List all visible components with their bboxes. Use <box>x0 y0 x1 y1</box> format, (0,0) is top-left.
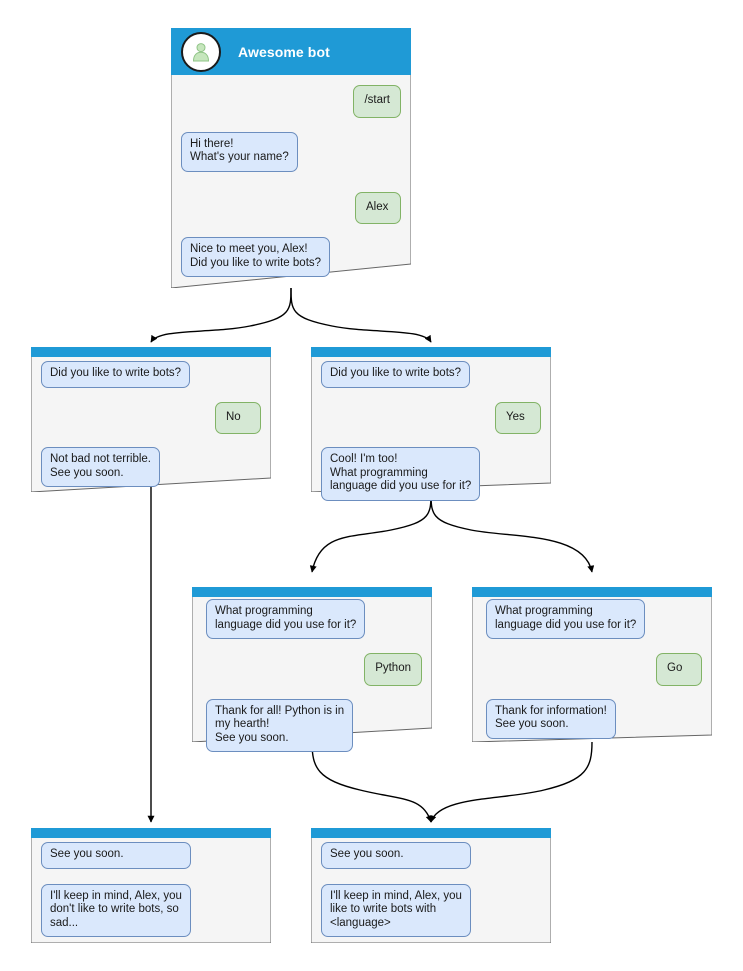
node-yes-branch-chat: Did you like to write bots? Yes Cool! I'… <box>311 355 551 501</box>
chat-bubble-user: Alex <box>355 191 401 224</box>
chat-bubble-bot: Thank for all! Python is in my hearth! S… <box>206 698 354 752</box>
node-python-branch[interactable]: What programming language did you use fo… <box>192 587 432 752</box>
chat-bubble-bot: I'll keep in mind, Alex, you like to wri… <box>321 883 471 937</box>
node-yes-branch[interactable]: Did you like to write bots? Yes Cool! I'… <box>311 347 551 501</box>
node-end-happy-chat: See you soon. I'll keep in mind, Alex, y… <box>311 836 551 943</box>
node-python-branch-titlebar <box>192 587 432 597</box>
chat-bubble-bot: Nice to meet you, Alex! Did you like to … <box>181 237 331 277</box>
node-end-happy-titlebar <box>311 828 551 838</box>
chat-bubble-bot: Thank for information! See you soon. <box>486 698 616 739</box>
chat-bubble-user: Yes <box>495 401 541 434</box>
chat-bubble-user: Python <box>364 653 422 686</box>
chat-bubble-bot: I'll keep in mind, Alex, you don't like … <box>41 883 191 937</box>
node-go-branch-chat: What programming language did you use fo… <box>472 593 712 742</box>
chat-bubble-bot: What programming language did you use fo… <box>206 599 366 639</box>
node-root[interactable]: Awesome bot /start Hi there! What's your… <box>171 28 411 288</box>
chat-bubble-bot: Did you like to write bots? <box>41 361 191 388</box>
node-python-branch-chat: What programming language did you use fo… <box>192 593 432 752</box>
edge-yes-to-go <box>430 491 595 573</box>
node-end-sad-titlebar <box>31 828 271 838</box>
chat-bubble-bot: See you soon. <box>41 842 191 869</box>
node-yes-branch-titlebar <box>311 347 551 357</box>
chat-bubble-bot: See you soon. <box>321 842 471 869</box>
edge-python-to-end-happy <box>311 741 433 823</box>
node-go-branch-titlebar <box>472 587 712 597</box>
person-avatar-icon <box>181 31 221 72</box>
node-end-sad-chat: See you soon. I'll keep in mind, Alex, y… <box>31 836 271 943</box>
chat-bubble-bot: Hi there! What's your name? <box>181 131 298 172</box>
node-end-happy[interactable]: See you soon. I'll keep in mind, Alex, y… <box>311 828 551 943</box>
node-go-branch[interactable]: What programming language did you use fo… <box>472 587 712 742</box>
chat-bubble-bot: Did you like to write bots? <box>321 361 471 388</box>
node-no-branch[interactable]: Did you like to write bots? No Not bad n… <box>31 347 271 492</box>
node-end-sad[interactable]: See you soon. I'll keep in mind, Alex, y… <box>31 828 271 943</box>
edge-yes-to-python <box>309 491 432 573</box>
chat-bubble-bot: Cool! I'm too! What programming language… <box>321 447 481 501</box>
chat-bubble-bot: What programming language did you use fo… <box>486 599 646 639</box>
edge-go-to-end-happy <box>429 741 593 823</box>
chat-bubble-bot: Not bad not terrible. See you soon. <box>41 447 161 487</box>
edge-root-to-yes <box>290 287 432 343</box>
chat-bubble-user: No <box>215 401 261 434</box>
node-root-chat: /start Hi there! What's your name? Alex … <box>171 75 411 288</box>
node-no-branch-titlebar <box>31 347 271 357</box>
chat-bubble-user: /start <box>353 85 401 118</box>
bot-name-label: Awesome bot <box>238 43 330 60</box>
edge-root-to-no <box>150 287 292 343</box>
node-no-branch-chat: Did you like to write bots? No Not bad n… <box>31 355 271 492</box>
chat-bubble-user: Go <box>656 653 702 686</box>
node-root-titlebar: Awesome bot <box>171 28 411 75</box>
